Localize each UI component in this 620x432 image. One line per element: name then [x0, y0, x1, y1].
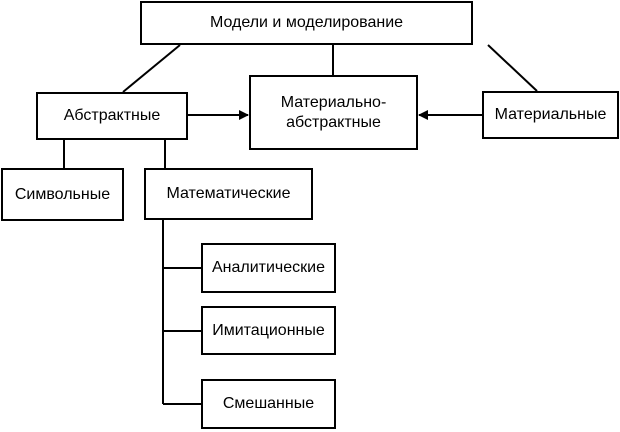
connector-root-abstract [122, 44, 181, 93]
node-label: Имитационные [212, 321, 325, 339]
node-label: Аналитические [211, 259, 325, 276]
node-label: Математические [166, 185, 291, 202]
node-label-line-2: абстрактные [286, 113, 381, 131]
node-analytic: Аналитические [201, 243, 336, 293]
node-symbolic: Символьные [1, 168, 124, 221]
node-models-and-modeling: Модели и моделирование [140, 1, 473, 45]
node-label: Абстрактные [63, 107, 161, 124]
node-label: Материальные [494, 106, 607, 123]
node-imitation: Имитационные [201, 306, 336, 355]
connector-root-material [487, 44, 538, 92]
node-label: Модели и моделирование [209, 14, 404, 31]
node-label-line-1: Материально- [280, 93, 387, 111]
node-mixed: Смешанные [201, 379, 336, 429]
node-mathematical: Математические [144, 168, 313, 220]
node-label: Смешанные [222, 395, 315, 412]
node-label: Символьные [14, 185, 111, 203]
node-abstract: Абстрактные [36, 92, 188, 140]
node-material-abstract: Материально- абстрактные [249, 75, 418, 150]
node-material: Материальные [482, 91, 619, 139]
